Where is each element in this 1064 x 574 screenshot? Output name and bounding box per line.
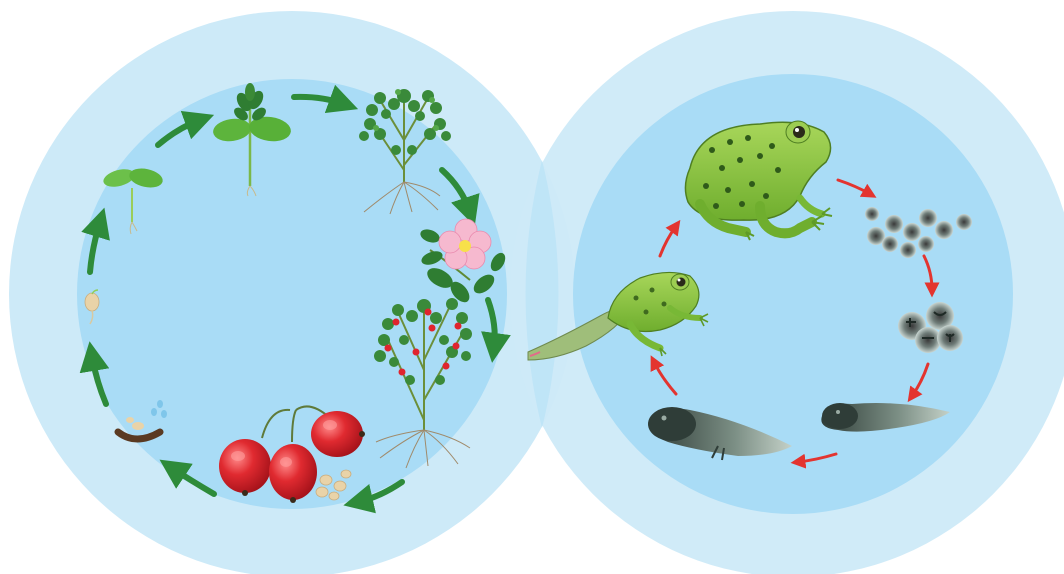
background-discs <box>9 11 1064 574</box>
